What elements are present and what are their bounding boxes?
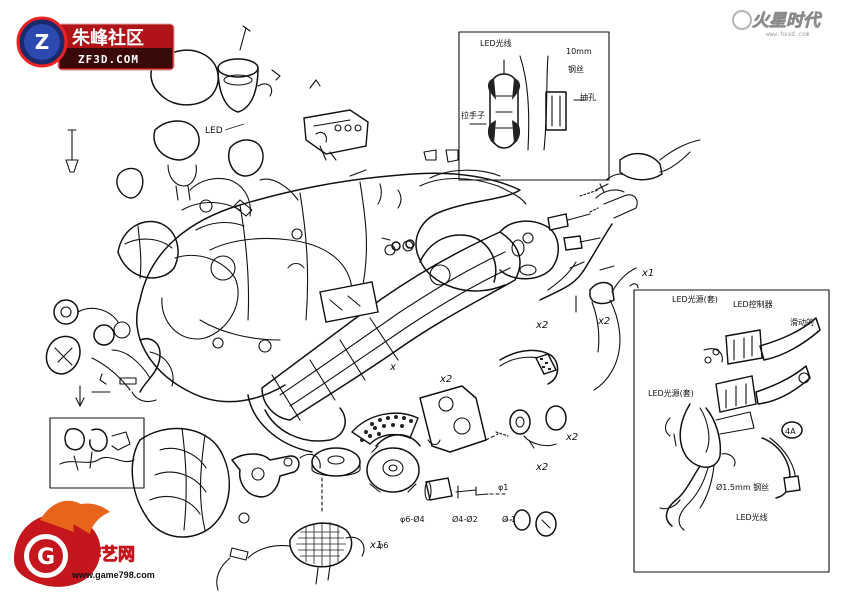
dim-d6: φ6 xyxy=(378,541,388,550)
multiplier-x2-d: x2 xyxy=(565,432,578,443)
top-center-parts-sketch xyxy=(287,79,527,269)
multiplier-x2-c: x2 xyxy=(597,316,610,327)
main-shell-sketch xyxy=(136,172,521,453)
left-dome-sketch xyxy=(117,220,179,279)
bottom-center-gears-sketch xyxy=(216,412,557,591)
watermark-top-left-subtitle: ZF3D.COM xyxy=(78,53,139,66)
bottom-left-shell-sketch xyxy=(131,427,250,538)
inset-right-led-control-label: LED控制器 xyxy=(733,299,773,309)
watermark-top-right-subtitle: www.hxsd.com xyxy=(766,31,810,38)
multiplier-x-c: x xyxy=(389,362,396,373)
dim-d4-02: Ø4-Ø2 xyxy=(452,514,478,524)
multiplier-x2-b: x2 xyxy=(535,320,548,331)
inset-top-hole-label: 抽孔 xyxy=(580,92,596,102)
right-tube-parts-sketch xyxy=(499,139,701,391)
center-plate-sketch xyxy=(419,385,567,453)
multiplier-x1-b: x1 xyxy=(641,268,654,279)
inset-top-left-label: 拉手子 xyxy=(461,110,485,120)
watermark-bottom-left-title: 游艺网 xyxy=(84,544,135,565)
inset-top-led-wire-label: LED光线 xyxy=(480,38,512,48)
watermark-bottom-left-logo: G xyxy=(37,545,55,570)
inset-right-led-light-a-label: LED光源(套) xyxy=(672,294,718,304)
watermark-bottom-left-subtitle: www.game798.com xyxy=(71,570,155,580)
watermark-top-right-title: 火星时代 xyxy=(752,11,823,31)
left-knob-cluster-sketch xyxy=(45,299,174,407)
watermark-top-left: Z 朱峰社区 ZF3D.COM xyxy=(16,16,175,71)
inset-right-led-wire-b-label: LED光线 xyxy=(736,512,768,522)
top-inset-box xyxy=(458,31,610,181)
inset-right-badge-label: 4A xyxy=(785,427,796,436)
inset-top-steel-wire-label: 钢丝 xyxy=(568,64,584,74)
inset-right-steel-15-label: Ø1.5mm 钢丝 xyxy=(716,482,769,492)
multiplier-x1-a: x1 xyxy=(369,540,382,551)
inset-right-led-light-b-label: LED光源(套) xyxy=(648,388,694,398)
inset-right-slide-label: 滑动的 xyxy=(790,317,814,327)
watermark-top-right: 火星时代 www.hxsd.com xyxy=(732,10,823,38)
watermark-top-left-title: 朱峰社区 xyxy=(72,27,144,49)
dim-d1: φ1 xyxy=(498,483,508,492)
multiplier-x2-a: x2 xyxy=(439,374,452,385)
watermark-top-left-logo: Z xyxy=(35,30,50,54)
dim-d-small: Ø 1 xyxy=(502,514,516,524)
dim-d6-04: φ6-Ø4 xyxy=(400,514,425,524)
multiplier-x2-e: x2 xyxy=(535,462,548,473)
watermark-bottom-left: G 游艺网 www.game798.com xyxy=(14,500,155,587)
top-left-parts-sketch xyxy=(65,25,299,231)
right-inset-box xyxy=(633,289,830,573)
left-inset-box xyxy=(49,417,145,489)
annotation-led-main: LED xyxy=(205,126,223,136)
inset-top-10mm-label: 10mm xyxy=(566,47,592,56)
